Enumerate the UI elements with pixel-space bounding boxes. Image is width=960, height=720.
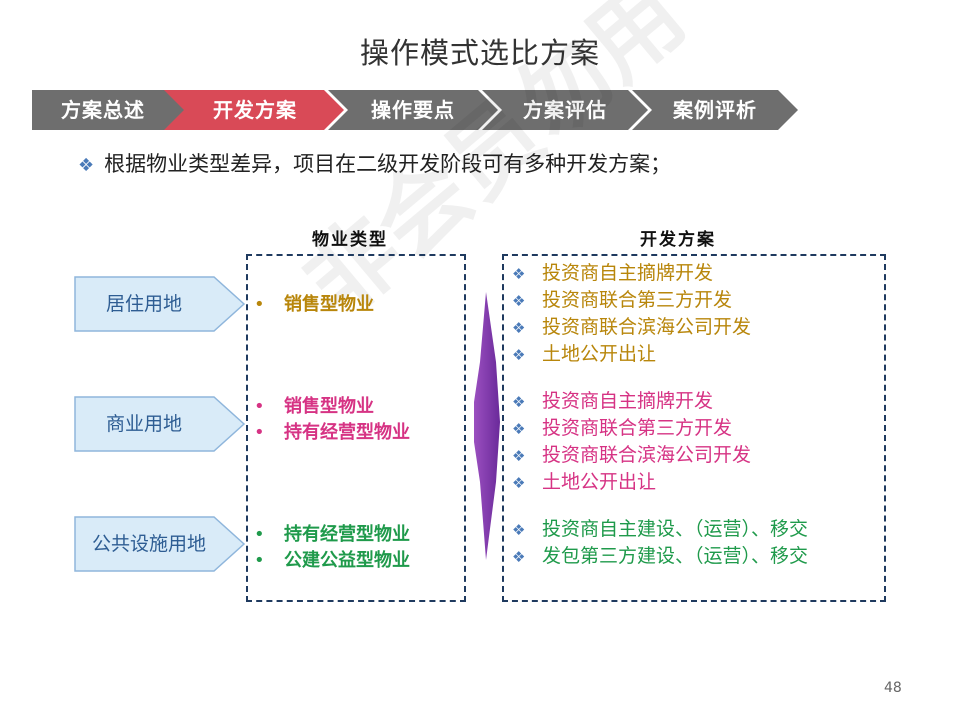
property-type-box (246, 254, 466, 602)
land-label-public: 公共设施用地 (91, 533, 206, 555)
land-arrow-residential (74, 276, 246, 332)
ptype-commercial-sale: • 销售型物业 (254, 392, 374, 418)
ptype-text: 销售型物业 (284, 294, 374, 315)
bullet-dot-icon: • (254, 524, 265, 545)
process-nav: 方案总述 开发方案 操作要点 方案评估 案例评析 (32, 90, 802, 130)
ptype-residential-sale: • 销售型物业 (254, 290, 374, 316)
diamond-bullet-icon: ❖ (512, 393, 526, 411)
header-dev-plan: 开发方案 (640, 230, 716, 250)
nav-step-case-review[interactable]: 案例评析 (673, 98, 757, 122)
bullet-dot-icon: • (254, 396, 265, 417)
ptype-public-welfare: • 公建公益型物业 (254, 546, 410, 572)
dev-plan-box (502, 254, 886, 602)
diamond-bullet-icon: ❖ (512, 447, 526, 465)
land-label-residential: 居住用地 (105, 293, 182, 315)
ptype-text: 持有经营型物业 (284, 524, 410, 545)
nav-shape-2 (328, 90, 498, 130)
bullet-dot-icon: • (254, 294, 265, 315)
header-property-type: 物业类型 (312, 230, 388, 250)
intro-text: 根据物业类型差异，项目在二级开发阶段可有多种开发方案； (104, 152, 672, 176)
diamond-bullet-icon: ❖ (512, 346, 526, 364)
ptype-text: 公建公益型物业 (284, 550, 410, 571)
plan-item: ❖土地公开出让 (512, 341, 751, 368)
purple-connector-arrow (474, 292, 500, 560)
plan-item: ❖发包第三方建设、（运营）、移交 (512, 543, 808, 570)
plan-list-public: ❖投资商自主建设、（运营）、移交 ❖发包第三方建设、（运营）、移交 (512, 516, 808, 570)
intro-bullet: ❖ 根据物业类型差异，项目在二级开发阶段可有多种开发方案； (78, 148, 671, 178)
diamond-bullet-icon: ❖ (512, 474, 526, 492)
plan-item: ❖土地公开出让 (512, 469, 751, 496)
page-title: 操作模式选比方案 (359, 36, 600, 70)
ptype-public-hold: • 持有经营型物业 (254, 520, 410, 546)
plan-item: ❖投资商自主建设、（运营）、移交 (512, 516, 808, 543)
nav-shape-4 (632, 90, 798, 130)
bullet-dot-icon: • (254, 422, 265, 443)
nav-shape-0 (32, 90, 194, 130)
land-arrow-commercial (74, 396, 246, 452)
plan-item: ❖投资商联合第三方开发 (512, 287, 751, 314)
diamond-bullet-icon: ❖ (512, 292, 526, 310)
nav-step-overview[interactable]: 方案总述 (61, 98, 145, 122)
plan-item: ❖投资商联合第三方开发 (512, 415, 751, 442)
ptype-text: 持有经营型物业 (284, 422, 410, 443)
land-arrow-public (74, 516, 246, 572)
land-label-commercial: 商业用地 (105, 413, 182, 435)
nav-shape-1 (164, 90, 344, 130)
nav-shape-3 (482, 90, 648, 130)
ptype-commercial-hold: • 持有经营型物业 (254, 418, 410, 444)
ptype-text: 销售型物业 (284, 396, 374, 417)
plan-list-commercial: ❖投资商自主摘牌开发 ❖投资商联合第三方开发 ❖投资商联合滨海公司开发 ❖土地公… (512, 388, 751, 496)
diamond-bullet-icon: ❖ (512, 265, 526, 283)
nav-step-dev-plan[interactable]: 开发方案 (213, 98, 297, 122)
plan-item: ❖投资商联合滨海公司开发 (512, 442, 751, 469)
plan-list-residential: ❖投资商自主摘牌开发 ❖投资商联合第三方开发 ❖投资商联合滨海公司开发 ❖土地公… (512, 260, 751, 368)
diamond-bullet-icon: ❖ (512, 521, 526, 539)
diamond-bullet-icon: ❖ (512, 548, 526, 566)
nav-step-key-points[interactable]: 操作要点 (371, 98, 455, 122)
page-number: 48 (884, 680, 902, 696)
plan-item: ❖投资商联合滨海公司开发 (512, 314, 751, 341)
bullet-dot-icon: • (254, 550, 265, 571)
diamond-bullet-icon: ❖ (78, 155, 95, 176)
nav-step-evaluation[interactable]: 方案评估 (523, 98, 607, 122)
diamond-bullet-icon: ❖ (512, 420, 526, 438)
process-nav-shapes (32, 90, 798, 130)
diamond-bullet-icon: ❖ (512, 319, 526, 337)
plan-item: ❖投资商自主摘牌开发 (512, 388, 751, 415)
plan-item: ❖投资商自主摘牌开发 (512, 260, 751, 287)
